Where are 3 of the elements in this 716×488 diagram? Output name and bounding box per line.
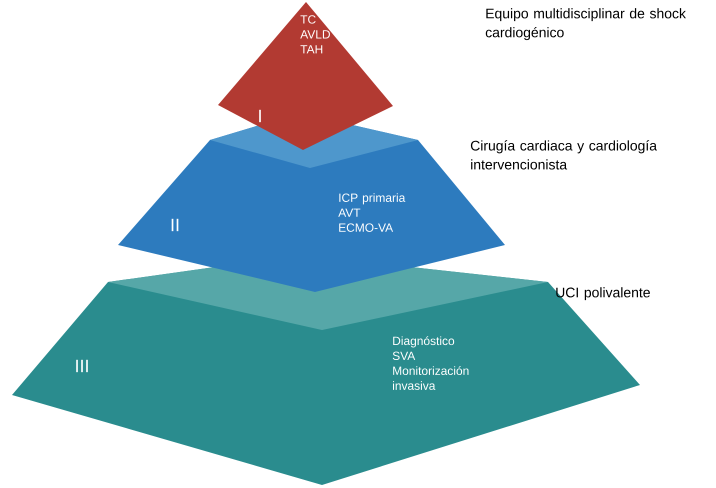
tier-heading: Equipo multidisciplinar de shock cardiogénico xyxy=(486,8,686,40)
pyramid-tier: I TC AVLD TAH xyxy=(218,2,393,150)
tier-heading: Cirugía cardiaca y cardiología intervencionista xyxy=(470,140,657,170)
